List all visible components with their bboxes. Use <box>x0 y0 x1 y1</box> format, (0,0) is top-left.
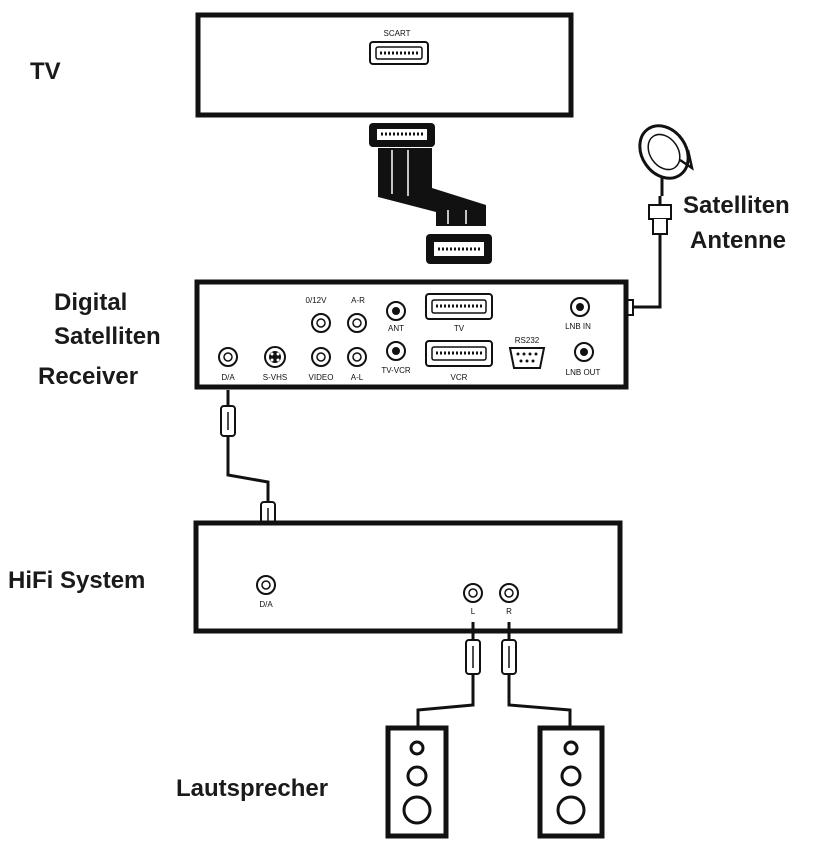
receiver-label-2: Satelliten <box>54 323 161 350</box>
speaker-right-icon <box>537 725 605 839</box>
receiver-label-3: Receiver <box>38 363 138 390</box>
port-label-da: D/A <box>221 373 235 382</box>
hifi-jack-da <box>256 575 276 595</box>
hifi-jack-l <box>463 583 483 603</box>
jack-0-12v <box>311 313 331 333</box>
jack-al <box>347 347 367 367</box>
rs232-port <box>508 347 546 369</box>
port-label-lnb-in: LNB IN <box>565 322 591 331</box>
receiver-vcr-scart <box>425 340 493 367</box>
jack-lnb-out <box>574 342 594 362</box>
port-label-lnb-out: LNB OUT <box>566 368 601 377</box>
speakers-label: Lautsprecher <box>176 775 328 802</box>
port-label-vcr: VCR <box>451 373 468 382</box>
port-label-tv: TV <box>454 324 465 333</box>
antenna-cable <box>634 235 662 309</box>
hifi-port-label-da: D/A <box>259 600 273 609</box>
antenna-label-1: Satelliten <box>683 192 790 219</box>
tv-scart-label: SCART <box>384 29 411 38</box>
jack-lnb-in <box>570 297 590 317</box>
hifi-label: HiFi System <box>8 567 145 594</box>
port-label-ant: ANT <box>388 324 404 333</box>
jack-ar <box>347 313 367 333</box>
jack-da <box>218 347 238 367</box>
jack-video <box>311 347 331 367</box>
port-label-0-12v: 0/12V <box>306 296 328 305</box>
jack-ant <box>386 301 406 321</box>
receiver-box <box>194 279 629 390</box>
receiver-tv-scart <box>425 293 493 320</box>
speaker-left-icon <box>385 725 449 839</box>
jack-svhs <box>264 346 286 368</box>
hifi-box <box>193 520 623 634</box>
speaker-cable-left <box>416 622 481 728</box>
scart-cable <box>369 123 492 264</box>
tv-label: TV <box>30 58 61 85</box>
satellite-dish-icon <box>638 124 694 235</box>
port-label-rs232: RS232 <box>515 336 540 345</box>
port-label-svhs: S-VHS <box>263 373 287 382</box>
speaker-cable-right <box>501 622 572 728</box>
hifi-port-label-l: L <box>471 607 476 616</box>
hifi-jack-r <box>499 583 519 603</box>
port-label-ar: A-R <box>351 296 365 305</box>
port-label-tv-vcr: TV-VCR <box>381 366 411 375</box>
jack-tv-vcr <box>386 341 406 361</box>
receiver-label-1: Digital <box>54 289 127 316</box>
port-label-video: VIDEO <box>309 373 334 382</box>
port-label-al: A-L <box>351 373 364 382</box>
hifi-port-label-r: R <box>506 607 512 616</box>
antenna-label-2: Antenne <box>690 227 786 254</box>
tv-scart-socket <box>369 41 429 65</box>
